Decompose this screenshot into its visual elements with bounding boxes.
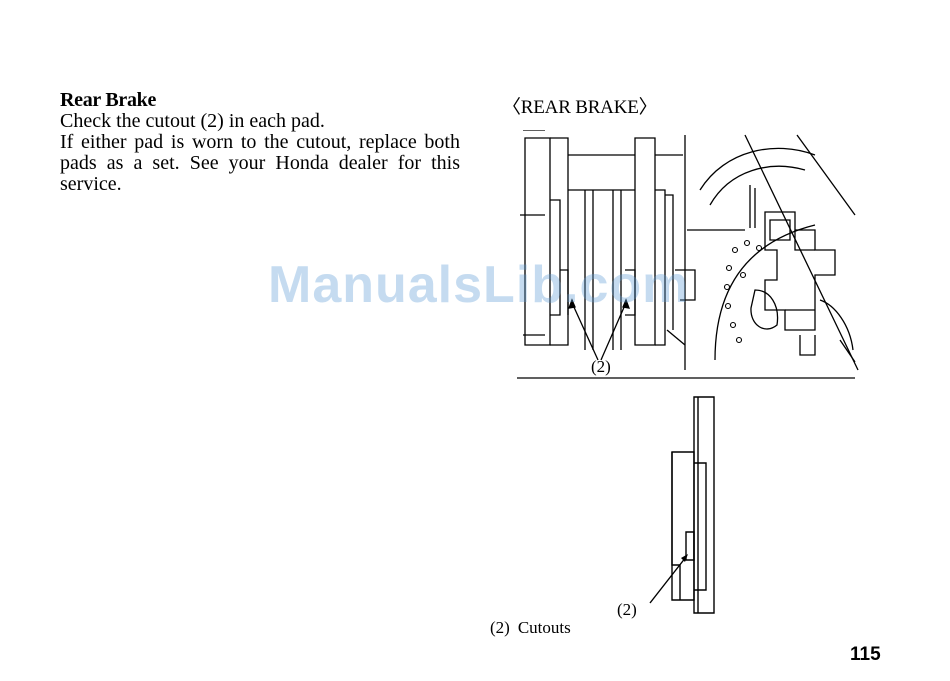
section-body: Check the cutout (2) in each pad. If eit…: [60, 111, 460, 195]
section-title: Rear Brake: [60, 89, 156, 112]
callout-label-lower: (2): [617, 600, 637, 620]
figure-title: 〈REAR BRAKE〉: [502, 92, 657, 119]
caption-number: (2): [490, 618, 510, 637]
callout-label-upper: (2): [591, 357, 611, 377]
figure-caption: (2) Cutouts: [490, 618, 571, 638]
instruction-paragraph-2: If either pad is worn to the cutout, rep…: [60, 132, 460, 195]
instruction-paragraph-1: Check the cutout (2) in each pad.: [60, 111, 460, 132]
page-number: 115: [850, 644, 881, 666]
caption-text: Cutouts: [518, 618, 571, 637]
watermark: ManualsLib.com: [268, 255, 689, 315]
pad-cutout-illustration: [610, 395, 720, 620]
